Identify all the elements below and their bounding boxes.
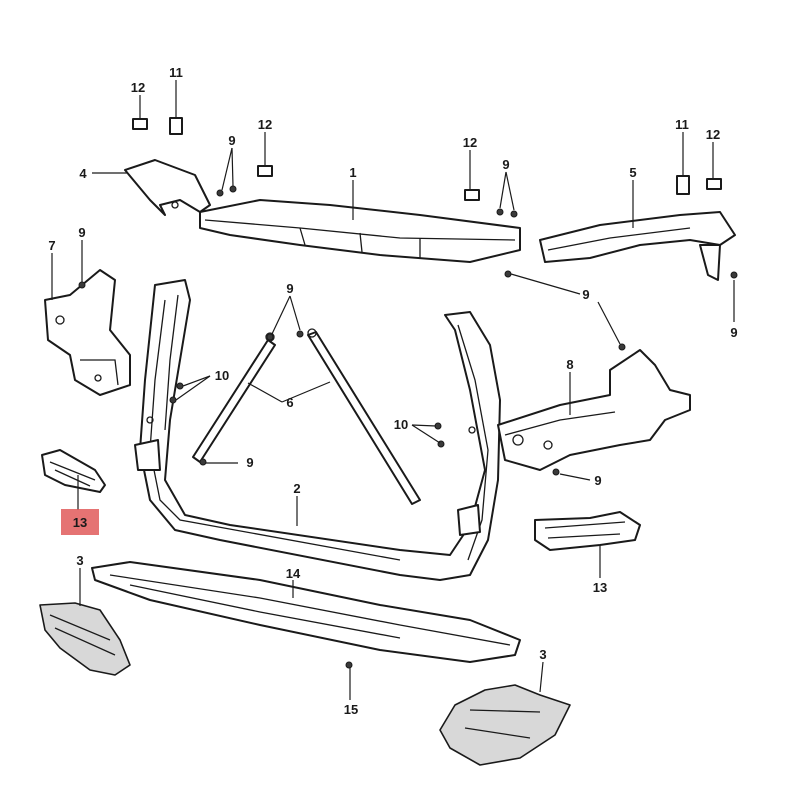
bolt-11a-icon <box>169 117 183 135</box>
callout-9: 9 <box>730 325 737 340</box>
callout-14: 14 <box>286 566 301 581</box>
callout-4: 4 <box>79 166 87 181</box>
callout-10: 10 <box>215 368 229 383</box>
bolt-9d-icon <box>510 210 518 218</box>
bolt-9g-icon <box>730 271 738 279</box>
bolt-9k-icon <box>199 458 207 466</box>
bolt-9e-icon <box>78 281 86 289</box>
fasteners <box>78 117 738 669</box>
callout-11: 11 <box>675 117 689 132</box>
callout-9: 9 <box>502 157 509 172</box>
bolt-9a-icon <box>216 189 224 197</box>
bolt-9i-icon <box>266 333 274 341</box>
part-7-left-bracket <box>44 269 131 396</box>
callout-12: 12 <box>131 80 145 95</box>
callout-1: 1 <box>349 165 356 180</box>
callout-12: 12 <box>463 135 477 150</box>
callout-2: 2 <box>293 481 300 496</box>
clip-15-icon <box>345 661 353 669</box>
part-3-right-deflector <box>439 684 571 766</box>
callout-9: 9 <box>582 287 589 302</box>
part-13-left-bracket <box>41 449 106 493</box>
part-13-right-bracket <box>534 511 641 551</box>
part-8-right-bracket <box>497 349 691 471</box>
part-3-left-deflector <box>39 602 131 676</box>
bolt-11b-icon <box>676 175 690 195</box>
callout-12: 12 <box>706 127 720 142</box>
callout-8: 8 <box>566 357 573 372</box>
callout-10: 10 <box>394 417 408 432</box>
callout-13: 13 <box>593 580 607 595</box>
callouts: 12 11 9 12 12 9 11 12 4 1 5 7 9 9 9 9 10… <box>48 65 737 717</box>
bolt-10a-icon <box>176 382 184 390</box>
callout-9: 9 <box>228 133 235 148</box>
bolt-9c-icon <box>496 208 504 216</box>
bolt-9l-icon <box>552 468 560 476</box>
clip-12c-icon <box>464 189 480 201</box>
callout-6: 6 <box>286 395 293 410</box>
callout-13-highlighted: 13 <box>73 515 87 530</box>
callout-3: 3 <box>539 647 546 662</box>
callout-9: 9 <box>286 281 293 296</box>
callout-12: 12 <box>258 117 272 132</box>
part-14-lower-shield <box>91 561 521 663</box>
callout-3: 3 <box>76 553 83 568</box>
part-6-struts <box>192 328 421 505</box>
part-1-upper-crossmember <box>124 159 521 263</box>
part-2-lower-support-frame <box>134 279 501 581</box>
part-5-right-upper-bracket <box>539 211 736 281</box>
callout-9: 9 <box>594 473 601 488</box>
bolt-9b-icon <box>229 185 237 193</box>
callout-5: 5 <box>629 165 636 180</box>
bolt-9h-icon <box>618 343 626 351</box>
clip-12d-icon <box>706 178 722 190</box>
clip-12a-icon <box>132 118 148 130</box>
callout-7: 7 <box>48 238 55 253</box>
callout-15: 15 <box>344 702 358 717</box>
callout-9: 9 <box>78 225 85 240</box>
bolt-9j-icon <box>296 330 304 338</box>
leader-lines <box>51 80 735 700</box>
bolt-10b-icon <box>169 396 177 404</box>
clip-12b-icon <box>257 165 273 177</box>
highlight-box <box>61 509 99 535</box>
callout-11: 11 <box>169 65 183 80</box>
bolt-9f-icon <box>504 270 512 278</box>
callout-9: 9 <box>246 455 253 470</box>
